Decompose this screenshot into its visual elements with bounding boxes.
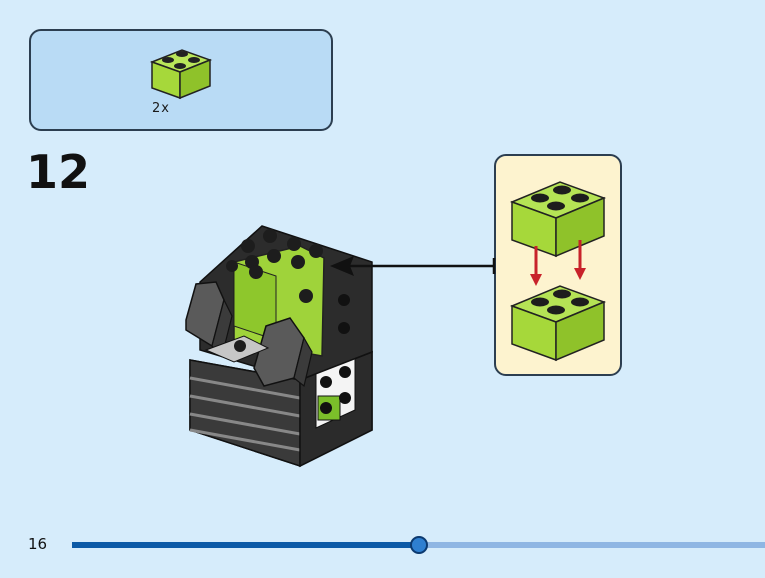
progress-knob-icon [410,536,428,554]
down-arrow-icon [530,240,586,286]
part-quantity-label: 2x [152,101,170,116]
lime-brick-icon [149,49,213,100]
progress-fill [72,542,419,548]
callout-top-brick [509,181,607,258]
assembly-model-icon [185,225,373,468]
progress-bar [72,536,765,554]
callout-bottom-brick [509,285,607,362]
pointer-arrow-icon [330,256,496,276]
step-number: 12 [26,145,91,199]
page-number: 16 [28,535,48,553]
